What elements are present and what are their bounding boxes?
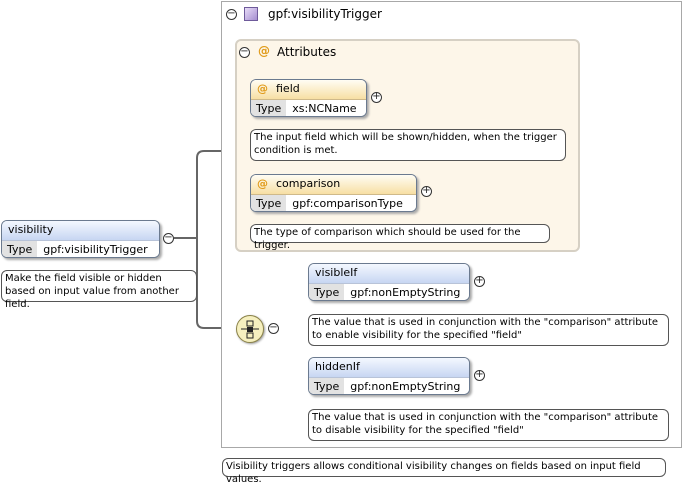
- type-value: xs:NCName: [292, 102, 357, 115]
- type-label: Type: [309, 284, 345, 300]
- root-doc: Make the field visible or hidden based o…: [1, 270, 197, 310]
- element-name: visibleIf: [309, 264, 469, 284]
- type-value: gpf:visibilityTrigger: [43, 243, 148, 256]
- attribute-comparison-doc: The type of comparison which should be u…: [250, 224, 550, 251]
- complex-type-name: gpf:visibilityTrigger: [268, 7, 382, 21]
- element-visibleIf-expand-toggle[interactable]: +: [474, 276, 485, 287]
- type-value: gpf:nonEmptyString: [350, 286, 461, 299]
- attribute-field[interactable]: @ field Type xs:NCName: [250, 79, 367, 117]
- attribute-name: comparison: [276, 177, 341, 190]
- element-hiddenIf-expand-toggle[interactable]: +: [474, 370, 485, 381]
- attribute-at-icon: @: [257, 177, 268, 190]
- expand-icon: +: [475, 275, 484, 286]
- attribute-name: field: [276, 82, 300, 95]
- attribute-at-icon: @: [258, 44, 270, 58]
- attribute-field-expand-toggle[interactable]: +: [371, 92, 382, 103]
- complex-type-collapse-toggle[interactable]: −: [226, 9, 237, 20]
- attribute-comparison-expand-toggle[interactable]: +: [421, 186, 432, 197]
- type-label: Type: [309, 378, 345, 394]
- type-label: Type: [251, 100, 287, 116]
- attributes-collapse-toggle[interactable]: −: [239, 47, 250, 58]
- collapse-icon: −: [227, 8, 236, 19]
- expand-icon: +: [422, 185, 431, 196]
- collapse-icon: −: [164, 232, 173, 243]
- element-name: hiddenIf: [309, 358, 469, 378]
- attributes-label: Attributes: [277, 45, 337, 59]
- element-visibleIf-doc: The value that is used in conjunction wi…: [308, 314, 669, 346]
- expand-icon: +: [475, 369, 484, 380]
- root-collapse-toggle[interactable]: −: [163, 233, 174, 244]
- sequence-glyph: [241, 320, 259, 339]
- element-hiddenIf-doc: The value that is used in conjunction wi…: [308, 409, 669, 441]
- sequence-compositor-icon[interactable]: [236, 315, 264, 343]
- type-value: gpf:nonEmptyString: [350, 380, 461, 393]
- element-name: visibility: [2, 221, 159, 241]
- attribute-field-doc: The input field which will be shown/hidd…: [250, 129, 566, 161]
- type-value: gpf:comparisonType: [292, 197, 403, 210]
- type-label: Type: [2, 241, 38, 257]
- attribute-at-icon: @: [257, 82, 268, 95]
- element-hiddenIf[interactable]: hiddenIf Type gpf:nonEmptyString: [308, 357, 470, 395]
- type-label: Type: [251, 195, 287, 211]
- element-visibleIf[interactable]: visibleIf Type gpf:nonEmptyString: [308, 263, 470, 301]
- attribute-comparison[interactable]: @ comparison Type gpf:comparisonType: [250, 174, 417, 212]
- root-element-visibility[interactable]: visibility Type gpf:visibilityTrigger: [1, 220, 160, 258]
- collapse-icon: −: [269, 322, 278, 333]
- complex-type-square-icon: [244, 7, 258, 21]
- complex-type-doc: Visibility triggers allows conditional v…: [222, 458, 666, 485]
- expand-icon: +: [372, 91, 381, 102]
- collapse-icon: −: [240, 46, 249, 57]
- sequence-collapse-toggle[interactable]: −: [268, 323, 279, 334]
